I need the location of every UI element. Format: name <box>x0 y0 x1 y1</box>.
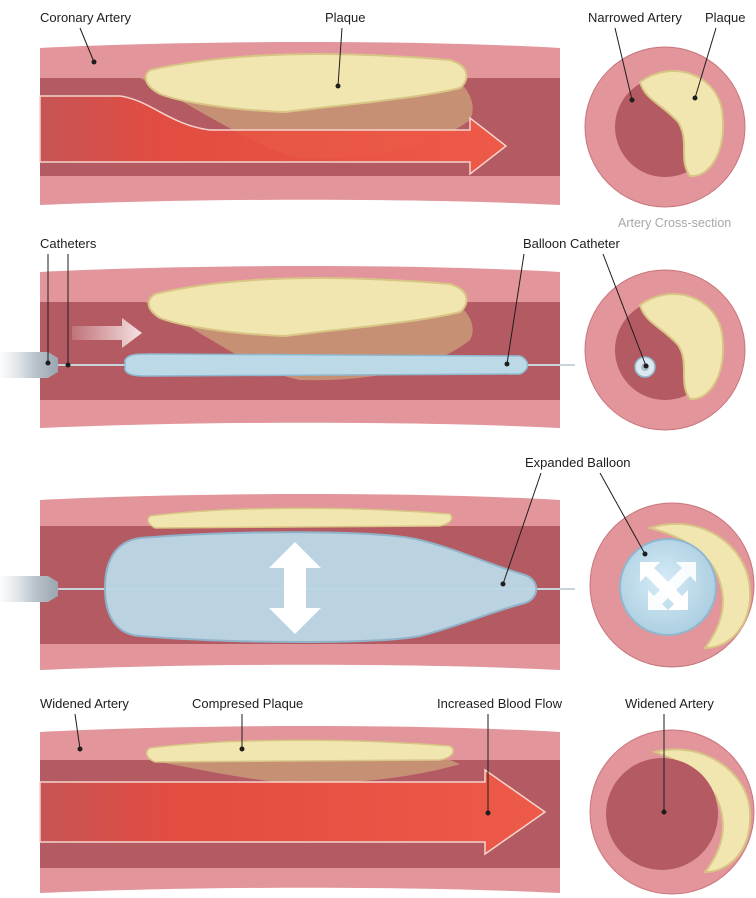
panel-widened-artery <box>40 726 754 894</box>
catheter-body <box>0 576 58 602</box>
label-balloon-catheter: Balloon Catheter <box>523 236 621 251</box>
label-narrowed-artery: Narrowed Artery <box>588 10 682 25</box>
label-artery-cross-section: Artery Cross-section <box>618 216 731 230</box>
label-widened-artery: Widened Artery <box>40 696 129 711</box>
label-plaque-cross: Plaque <box>705 10 745 25</box>
label-increased-blood-flow: Increased Blood Flow <box>437 696 563 711</box>
compressed-plaque <box>147 740 454 762</box>
label-widened-artery-cross: Widened Artery <box>625 696 714 711</box>
label-compressed-plaque: Compresed Plaque <box>192 696 303 711</box>
label-plaque: Plaque <box>325 10 365 25</box>
deflated-balloon <box>125 354 528 376</box>
panel-balloon-catheter <box>0 266 745 430</box>
compressed-plaque <box>148 508 452 528</box>
label-coronary-artery: Coronary Artery <box>40 10 132 25</box>
panel-expanded-balloon <box>0 494 754 670</box>
panel-narrowed-artery <box>40 42 745 207</box>
label-catheters: Catheters <box>40 236 97 251</box>
blood-flow-arrow <box>40 770 545 854</box>
label-expanded-balloon: Expanded Balloon <box>525 455 631 470</box>
cross-section-lumen <box>606 758 718 870</box>
